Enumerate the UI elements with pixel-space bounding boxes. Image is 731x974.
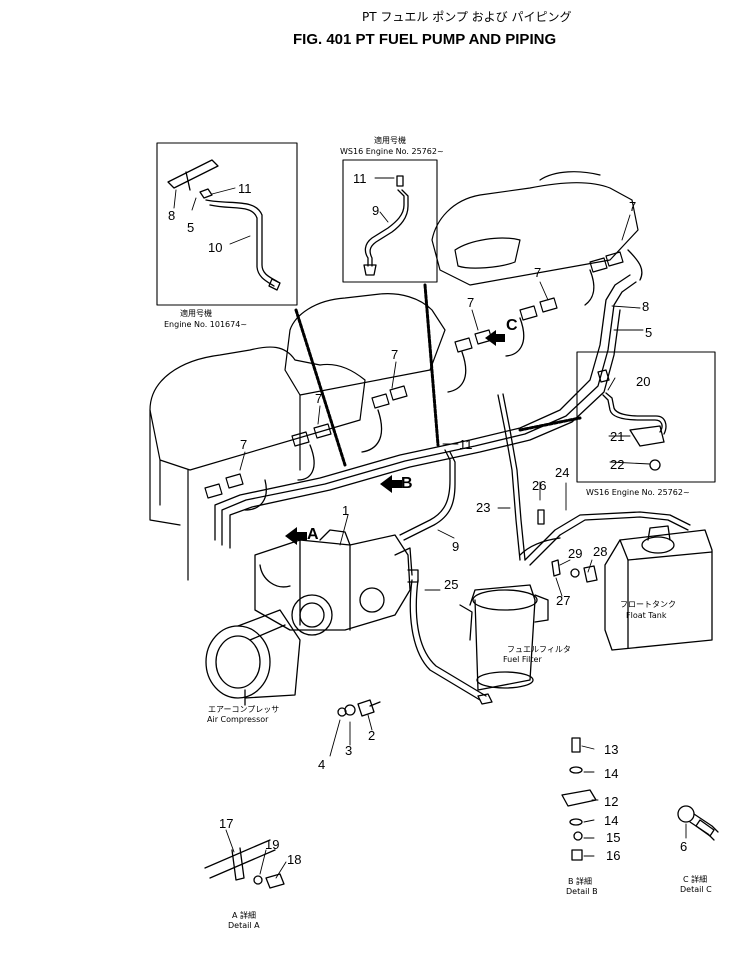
callout-23: 23 — [476, 500, 491, 515]
inset-box-left — [156, 142, 298, 306]
float-tank — [604, 525, 713, 651]
callout-11: 11 — [353, 171, 367, 186]
injector-fittings — [204, 251, 624, 499]
callout-4: 4 — [318, 757, 326, 772]
manifold-pipes — [214, 249, 643, 549]
callout-11: 11 — [238, 181, 252, 196]
direction-arrows — [285, 330, 505, 545]
inset-box-mid — [342, 159, 438, 283]
air-compressor-label-jp: エアーコンプレッサ — [208, 705, 280, 714]
detail-a — [204, 839, 285, 889]
float-tank-label-jp: フロートタンク — [620, 600, 676, 609]
detail-c-caption: Detail C — [680, 885, 712, 894]
callout-12: 12 — [604, 794, 619, 809]
callout-14: 14 — [604, 813, 619, 828]
callout-7: 7 — [240, 437, 248, 452]
callout-15: 15 — [606, 830, 621, 845]
inset-mid-serial: WS16 Engine No. 25762~ — [340, 147, 444, 156]
engine-heads — [149, 171, 639, 581]
callout-13: 13 — [604, 742, 619, 757]
callout-28: 28 — [593, 544, 608, 559]
pipe-25 — [409, 579, 481, 701]
detail-b-caption-jp: B 詳細 — [568, 877, 593, 886]
detail-b-caption: Detail B — [566, 887, 598, 896]
callout-9: 9 — [372, 203, 380, 218]
inset-mid-pipe — [363, 175, 409, 276]
callout-29: 29 — [568, 546, 583, 561]
arrow-c-icon — [485, 330, 505, 346]
fuel-filter-label: Fuel Filter — [503, 655, 542, 664]
inset-left-serial: Engine No. 101674~ — [164, 320, 248, 329]
callout-11: 11 — [459, 437, 473, 452]
callout-24: 24 — [555, 465, 570, 480]
braided-line-mid — [423, 283, 440, 447]
arrow-a-label: A — [307, 526, 319, 543]
inset-mid-serial-jp: 適用号機 — [374, 136, 406, 145]
detail-b — [561, 737, 597, 861]
callout-7: 7 — [315, 391, 323, 406]
arrow-b-label: B — [401, 475, 413, 492]
air-compressor-label: Air Compressor — [207, 715, 269, 724]
callout-14: 14 — [604, 766, 619, 781]
callout-19: 19 — [265, 837, 280, 852]
callout-20: 20 — [636, 374, 651, 389]
arrow-a-icon — [285, 527, 307, 545]
air-compressor — [205, 609, 301, 706]
inset-right-pipe — [597, 369, 667, 471]
callout-7: 7 — [391, 347, 399, 362]
braided-line-right — [518, 416, 582, 432]
fuel-pump — [254, 529, 419, 636]
callout-8: 8 — [642, 299, 650, 314]
arrow-c-label: C — [506, 317, 518, 334]
callout-10: 10 — [208, 240, 223, 255]
callout-1: 1 — [342, 503, 350, 518]
fuel-filter-label-jp: フュエルフィルタ — [507, 645, 571, 654]
callout-16: 16 — [606, 848, 621, 863]
detail-c-caption-jp: C 詳細 — [683, 875, 708, 884]
leader-lines — [173, 177, 687, 879]
callout-5: 5 — [187, 220, 195, 235]
callout-17: 17 — [219, 816, 234, 831]
callout-26: 26 — [532, 478, 547, 493]
callout-6: 6 — [680, 839, 688, 854]
float-tank-label: Float Tank — [626, 611, 667, 620]
callout-9: 9 — [452, 539, 460, 554]
figure-title: FIG. 401 PT FUEL PUMP AND PIPING — [293, 31, 557, 48]
callout-3: 3 — [345, 743, 353, 758]
callout-22: 22 — [610, 457, 625, 472]
pipe-9 — [399, 449, 451, 536]
line-24 — [524, 511, 691, 561]
callout-7: 7 — [629, 199, 637, 214]
inset-left-serial-jp: 適用号機 — [180, 309, 212, 318]
callout-18: 18 — [287, 852, 302, 867]
arrow-b-icon — [380, 475, 402, 493]
callout-7: 7 — [534, 265, 542, 280]
callout-21: 21 — [610, 429, 625, 444]
detail-a-caption-jp: A 詳細 — [232, 911, 257, 920]
braided-line-left — [294, 308, 347, 467]
detail-c — [677, 805, 719, 841]
callout-7: 7 — [467, 295, 475, 310]
callout-5: 5 — [645, 325, 653, 340]
pipe-23 — [497, 394, 521, 561]
inset-right-serial: WS16 Engine No. 25762~ — [586, 488, 690, 497]
title-japanese: PT フュエル ポンプ および パイピング — [362, 10, 572, 24]
inset-left-pipe — [167, 159, 281, 291]
pump-bolts — [337, 699, 381, 717]
callout-25: 25 — [444, 577, 459, 592]
callout-27: 27 — [556, 593, 571, 608]
detail-a-caption: Detail A — [228, 921, 260, 930]
callout-8: 8 — [168, 208, 176, 223]
fuel-filter — [459, 584, 549, 691]
callout-2: 2 — [368, 728, 376, 743]
